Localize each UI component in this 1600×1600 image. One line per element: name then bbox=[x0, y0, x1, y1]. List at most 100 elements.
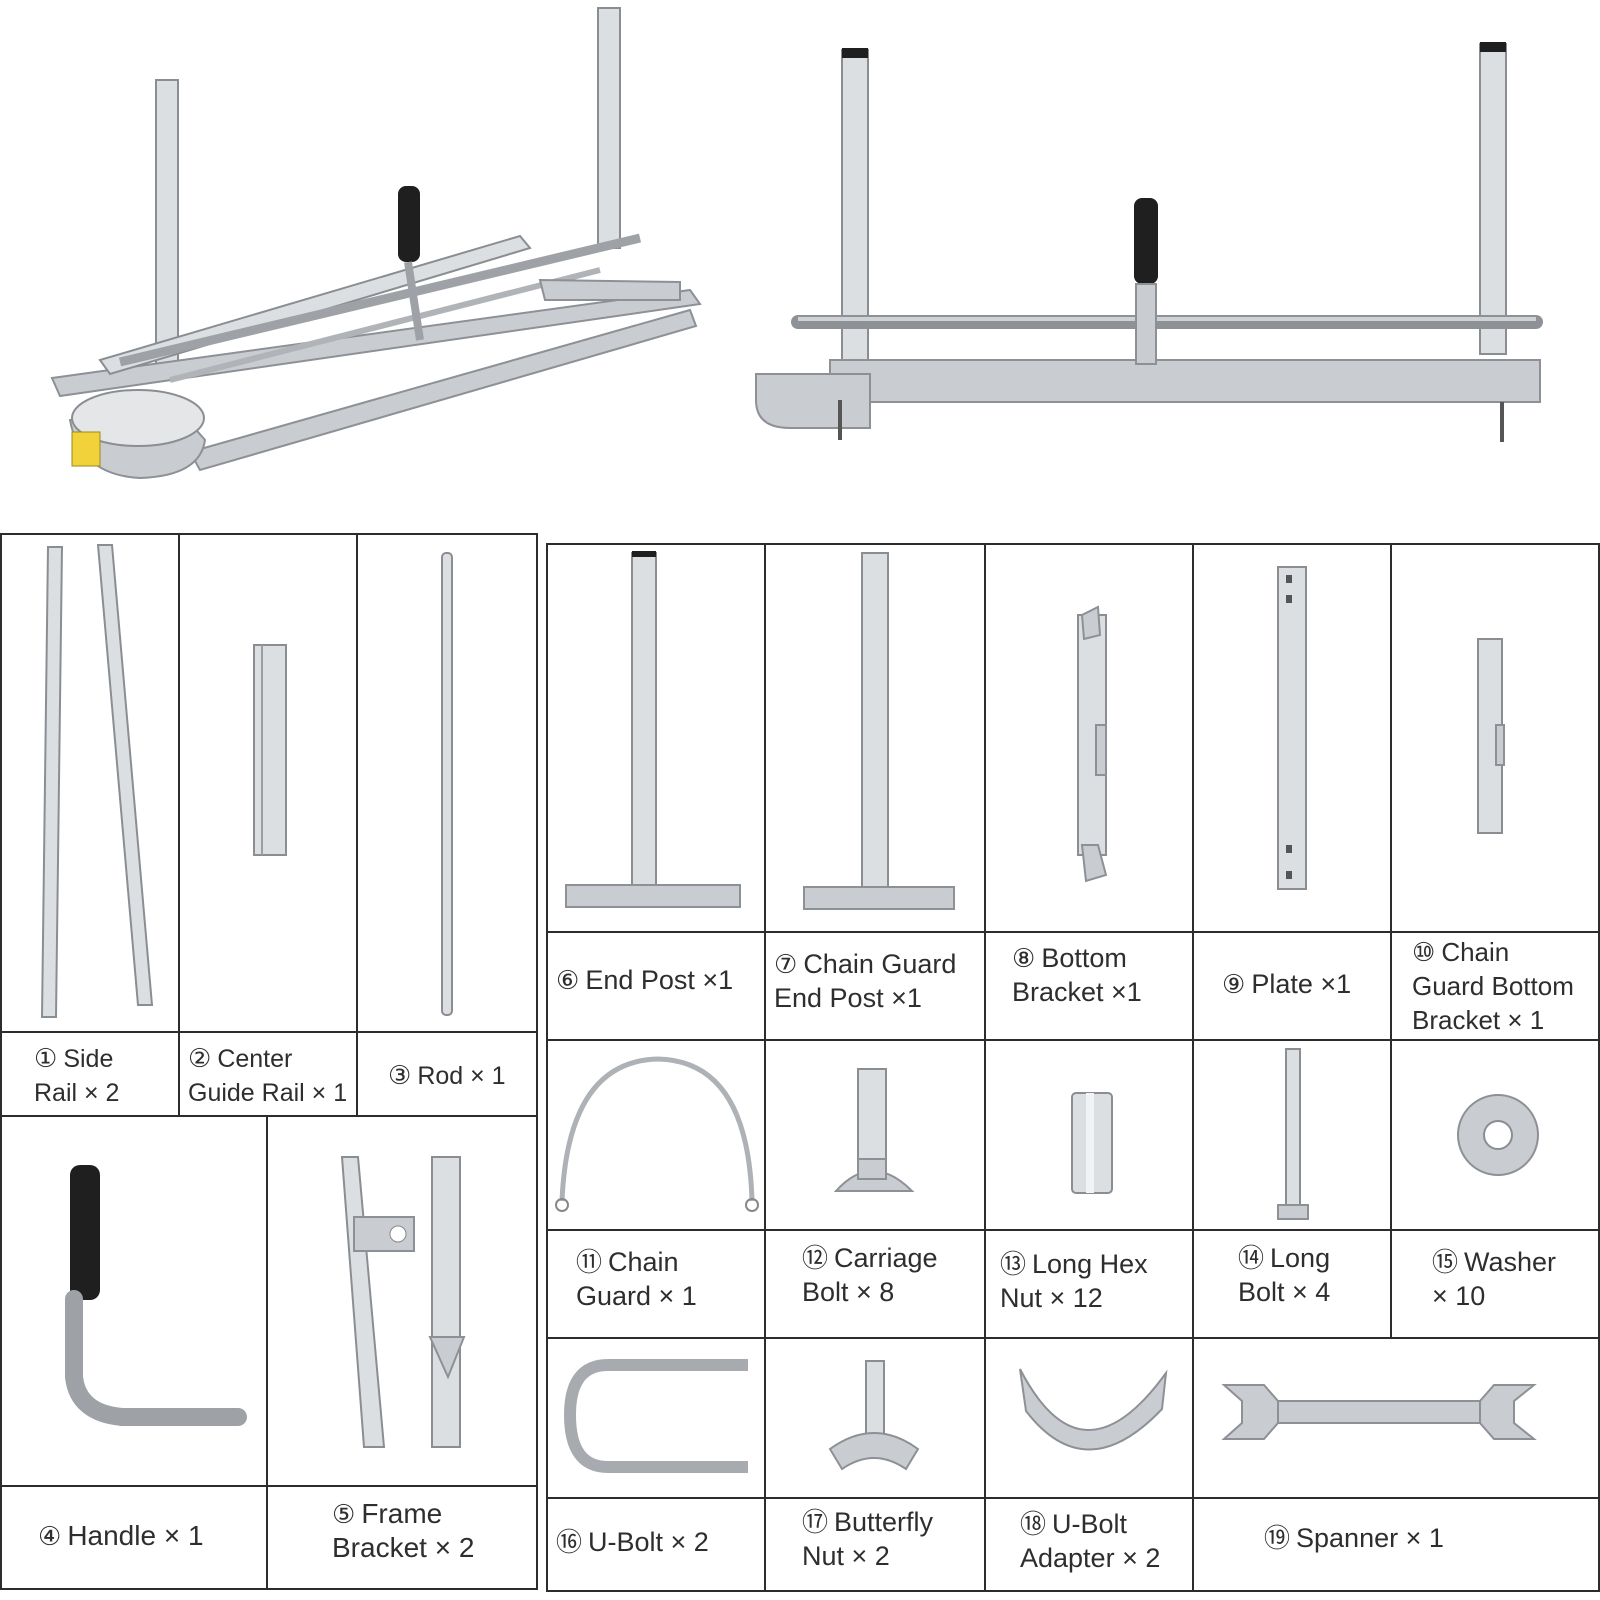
chain-guard-end-post-icon bbox=[803, 552, 955, 910]
assembled-mill-angled-view bbox=[50, 7, 702, 480]
part-cell-u-bolt bbox=[546, 1337, 766, 1499]
u-bolt-adapter-icon bbox=[1019, 1368, 1168, 1451]
part-label-line1-12: Carriage bbox=[834, 1243, 938, 1273]
part-cell-chain-guard-bottom-bracket bbox=[1390, 543, 1600, 933]
carriage-bolt-icon bbox=[833, 1068, 915, 1192]
chain-guard-bottom-bracket-icon bbox=[1477, 638, 1505, 834]
part-cell-rod bbox=[356, 533, 538, 1033]
part-number-1: ① bbox=[34, 1043, 58, 1073]
part-label-line2-7: End Post ×1 bbox=[774, 983, 922, 1013]
part-label-line1-18: U-Bolt bbox=[1052, 1509, 1128, 1539]
part-cell-plate bbox=[1192, 543, 1392, 933]
part-label-line1-11: Chain bbox=[608, 1247, 679, 1277]
part-label-line2-10: Guard Bottom bbox=[1412, 971, 1574, 1001]
part-number-6: ⑥ bbox=[556, 965, 580, 995]
part-label-line1-8: Bottom bbox=[1041, 943, 1127, 973]
part-label-line1-15: Washer bbox=[1464, 1247, 1557, 1277]
part-label-line1-4: Handle × 1 bbox=[67, 1520, 204, 1551]
part-number-11: ⑪ bbox=[576, 1247, 603, 1277]
part-label-line2-18: Adapter × 2 bbox=[1020, 1543, 1161, 1573]
part-cell-chain-guard bbox=[546, 1039, 766, 1231]
part-cell-frame-bracket bbox=[266, 1115, 538, 1487]
part-number-4: ④ bbox=[38, 1521, 62, 1551]
part-cell-long-bolt bbox=[1192, 1039, 1392, 1231]
long-hex-nut-icon bbox=[1071, 1092, 1113, 1194]
part-label-line2-1: Rail × 2 bbox=[34, 1079, 120, 1107]
part-number-2: ② bbox=[188, 1043, 212, 1073]
part-number-17: ⑰ bbox=[802, 1507, 829, 1537]
part-label-line1-5: Frame bbox=[361, 1498, 443, 1529]
part-number-5: ⑤ bbox=[332, 1499, 356, 1529]
part-label-line3-10: Bracket × 1 bbox=[1412, 1005, 1545, 1035]
part-cell-butterfly-nut bbox=[764, 1337, 986, 1499]
part-label-line1-14: Long bbox=[1270, 1243, 1331, 1273]
part-label-line2-13: Nut × 12 bbox=[1000, 1283, 1103, 1313]
part-number-13: ⑬ bbox=[1000, 1249, 1027, 1279]
part-number-3: ③ bbox=[388, 1060, 412, 1090]
part-number-19: ⑲ bbox=[1264, 1523, 1291, 1553]
part-label-line1-6: End Post ×1 bbox=[585, 965, 734, 995]
part-number-9: ⑨ bbox=[1222, 969, 1246, 999]
part-cell-spanner bbox=[1192, 1337, 1600, 1499]
plate-icon bbox=[1277, 566, 1307, 890]
part-number-15: ⑮ bbox=[1432, 1247, 1459, 1277]
part-label-line1-16: U-Bolt × 2 bbox=[588, 1527, 709, 1557]
part-cell-bottom-bracket bbox=[984, 543, 1194, 933]
part-number-8: ⑧ bbox=[1012, 943, 1036, 973]
part-label-line2-17: Nut × 2 bbox=[802, 1541, 890, 1571]
part-label-line1-1: Side bbox=[63, 1045, 114, 1073]
part-label-line2-11: Guard × 1 bbox=[576, 1281, 697, 1311]
part-cell-long-hex-nut bbox=[984, 1039, 1194, 1231]
part-cell-carriage-bolt bbox=[764, 1039, 986, 1231]
part-cell-side-rail bbox=[0, 533, 180, 1033]
chain-guard-icon bbox=[555, 1056, 759, 1212]
part-number-12: ⑫ bbox=[802, 1243, 829, 1273]
part-label-line1-3: Rod × 1 bbox=[417, 1062, 506, 1090]
part-label-line2-8: Bracket ×1 bbox=[1012, 977, 1142, 1007]
part-label-line1-9: Plate ×1 bbox=[1251, 969, 1352, 999]
part-cell-u-bolt-adapter bbox=[984, 1337, 1194, 1499]
part-label-line2-14: Bolt × 4 bbox=[1238, 1277, 1331, 1307]
long-bolt-icon bbox=[1277, 1048, 1309, 1220]
part-cell-chain-guard-end-post bbox=[764, 543, 986, 933]
part-number-10: ⑩ bbox=[1412, 937, 1436, 967]
center-guide-rail-icon bbox=[253, 644, 287, 856]
part-label-line2-5: Bracket × 2 bbox=[332, 1532, 475, 1563]
spanner-icon bbox=[1221, 1384, 1537, 1440]
part-label-line1-19: Spanner × 1 bbox=[1296, 1523, 1444, 1553]
handle-icon bbox=[65, 1165, 247, 1426]
part-label-line2-2: Guide Rail × 1 bbox=[188, 1079, 348, 1107]
end-post-icon bbox=[565, 551, 741, 908]
part-label-line1-10: Chain bbox=[1441, 937, 1510, 967]
part-cell-washer bbox=[1390, 1039, 1600, 1231]
part-label-line1-17: Butterfly bbox=[834, 1507, 934, 1537]
bottom-bracket-icon bbox=[1077, 605, 1108, 883]
u-bolt-icon bbox=[563, 1359, 748, 1473]
part-cell-end-post bbox=[546, 543, 766, 933]
part-label-line1-2: Center bbox=[217, 1045, 293, 1073]
part-label-line2-12: Bolt × 8 bbox=[802, 1277, 895, 1307]
frame-bracket-icon bbox=[340, 1156, 466, 1448]
part-number-16: ⑯ bbox=[556, 1527, 583, 1557]
part-number-7: ⑦ bbox=[774, 949, 798, 979]
part-label-line1-7: Chain Guard bbox=[803, 949, 957, 979]
part-cell-handle bbox=[0, 1115, 268, 1487]
part-label-line1-13: Long Hex bbox=[1032, 1249, 1148, 1279]
part-cell-center-guide-rail bbox=[178, 533, 358, 1033]
rod-icon bbox=[441, 552, 453, 1016]
